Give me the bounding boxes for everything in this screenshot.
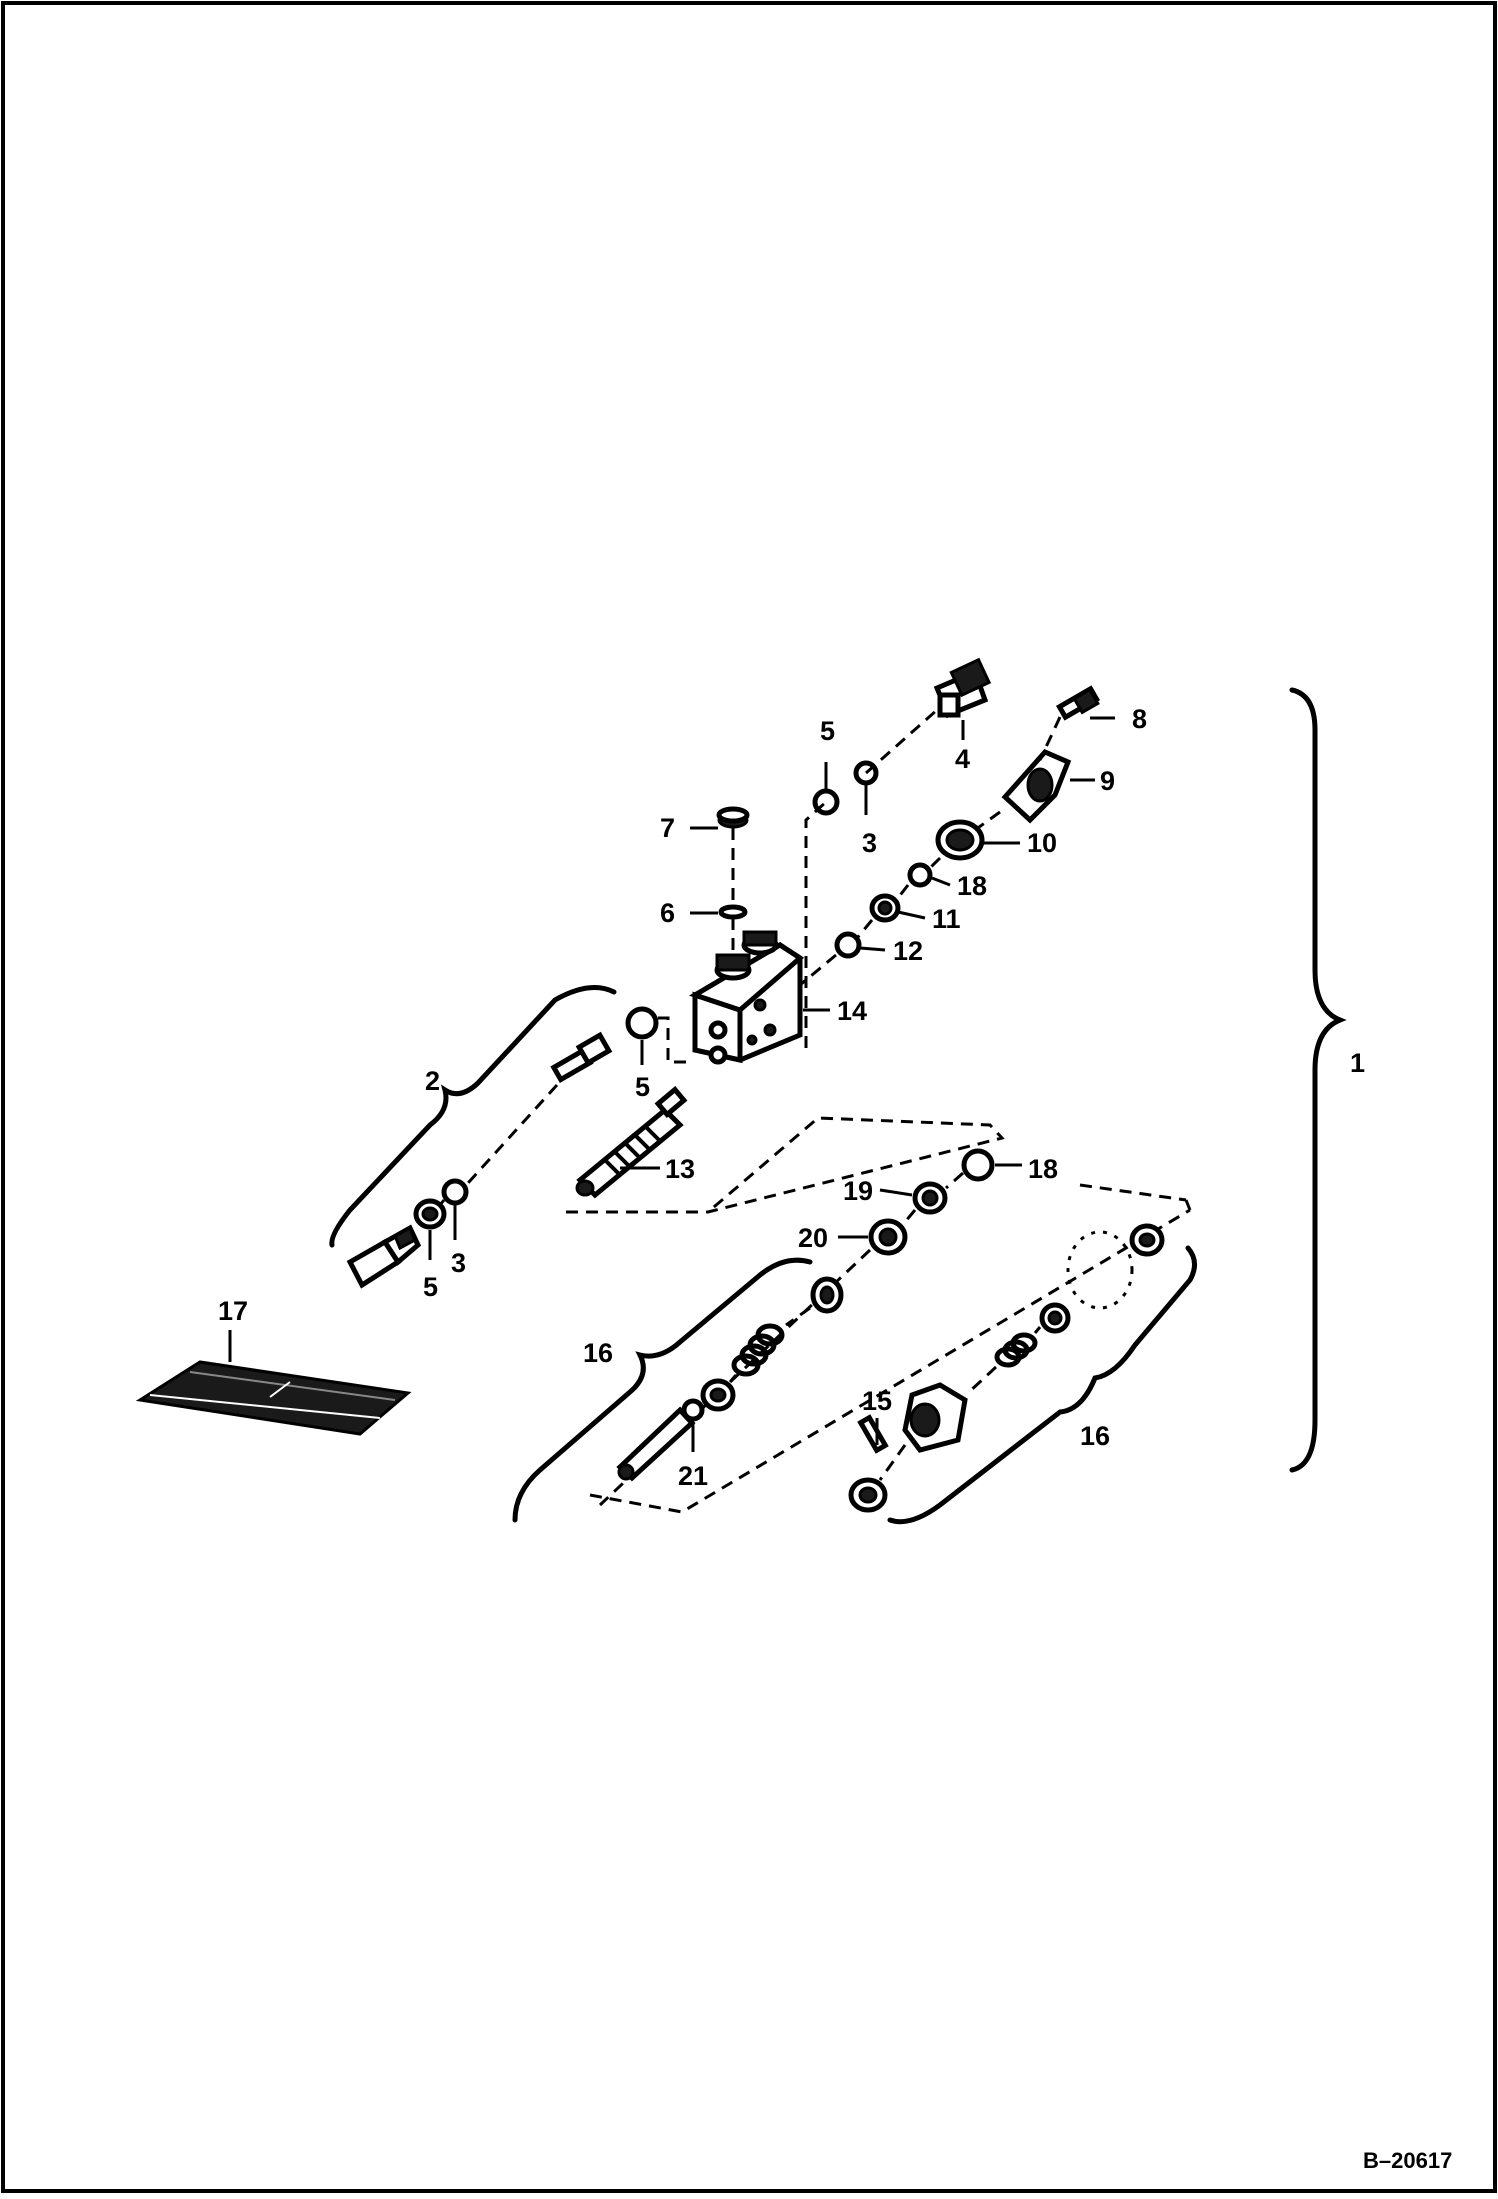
washer-7: [716, 806, 750, 829]
callout-9: 9: [1100, 766, 1115, 796]
callout-12: 12: [893, 936, 923, 966]
flange-9: [1001, 748, 1072, 824]
ring-3-left: [441, 1178, 469, 1206]
cartridge-2: [550, 1031, 613, 1083]
callout-5-top: 5: [820, 716, 835, 746]
spring-kit-right: [848, 1223, 1165, 1513]
callout-labels: 1 2 3 3 4 5 5 5 6 7 8 9 10 11 12 13 14 1…: [218, 704, 1365, 1491]
plug-10: [935, 819, 985, 861]
callout-16-right: 16: [1080, 1421, 1110, 1451]
callout-3-top: 3: [862, 828, 877, 858]
spool-13: [575, 1086, 688, 1199]
callout-7: 7: [660, 813, 675, 843]
callout-14: 14: [837, 996, 867, 1026]
callout-1: 1: [1350, 1048, 1365, 1078]
callout-3-left: 3: [451, 1248, 466, 1278]
washer-19: [912, 1181, 948, 1215]
callout-6: 6: [660, 898, 675, 928]
callout-5-lower: 5: [423, 1272, 438, 1302]
decal-17: [135, 1360, 412, 1436]
callout-19: 19: [843, 1176, 873, 1206]
callout-15: 15: [862, 1386, 892, 1416]
callout-20: 20: [798, 1223, 828, 1253]
callout-18-lower: 18: [1028, 1154, 1058, 1184]
callout-8: 8: [1132, 704, 1147, 734]
ring-18-lower: [961, 1148, 995, 1182]
fitting-top: [933, 657, 992, 719]
callout-4: 4: [955, 744, 970, 774]
screw-8: [1055, 685, 1101, 721]
document-id: B–20617: [1363, 2148, 1452, 2173]
plug-bolt: [346, 1224, 422, 1289]
callout-11: 11: [932, 904, 961, 934]
brace-16-right: [887, 1245, 1197, 1525]
ring-5-lower: [413, 1198, 447, 1230]
brace-16-left: [512, 1257, 813, 1523]
leader-lines: [228, 716, 1115, 1452]
washer-20: [868, 1218, 908, 1256]
callout-18-top: 18: [957, 871, 987, 901]
spring-kit-left: [616, 1276, 844, 1482]
brace-1: [1289, 687, 1347, 1473]
callout-5-left: 5: [635, 1072, 650, 1102]
clip-6: [718, 904, 748, 920]
valve-body: [688, 930, 805, 1065]
ring-12: [834, 931, 862, 959]
callout-17: 17: [218, 1296, 248, 1326]
callout-13: 13: [665, 1154, 695, 1184]
part-11: [869, 893, 901, 923]
callout-10: 10: [1027, 828, 1057, 858]
ring-18-top: [907, 862, 933, 888]
ring-5-left: [625, 1006, 659, 1040]
callout-21: 21: [678, 1461, 708, 1491]
brace-2: [329, 985, 617, 1248]
callout-2: 2: [425, 1066, 440, 1096]
callout-16-left: 16: [583, 1338, 613, 1368]
